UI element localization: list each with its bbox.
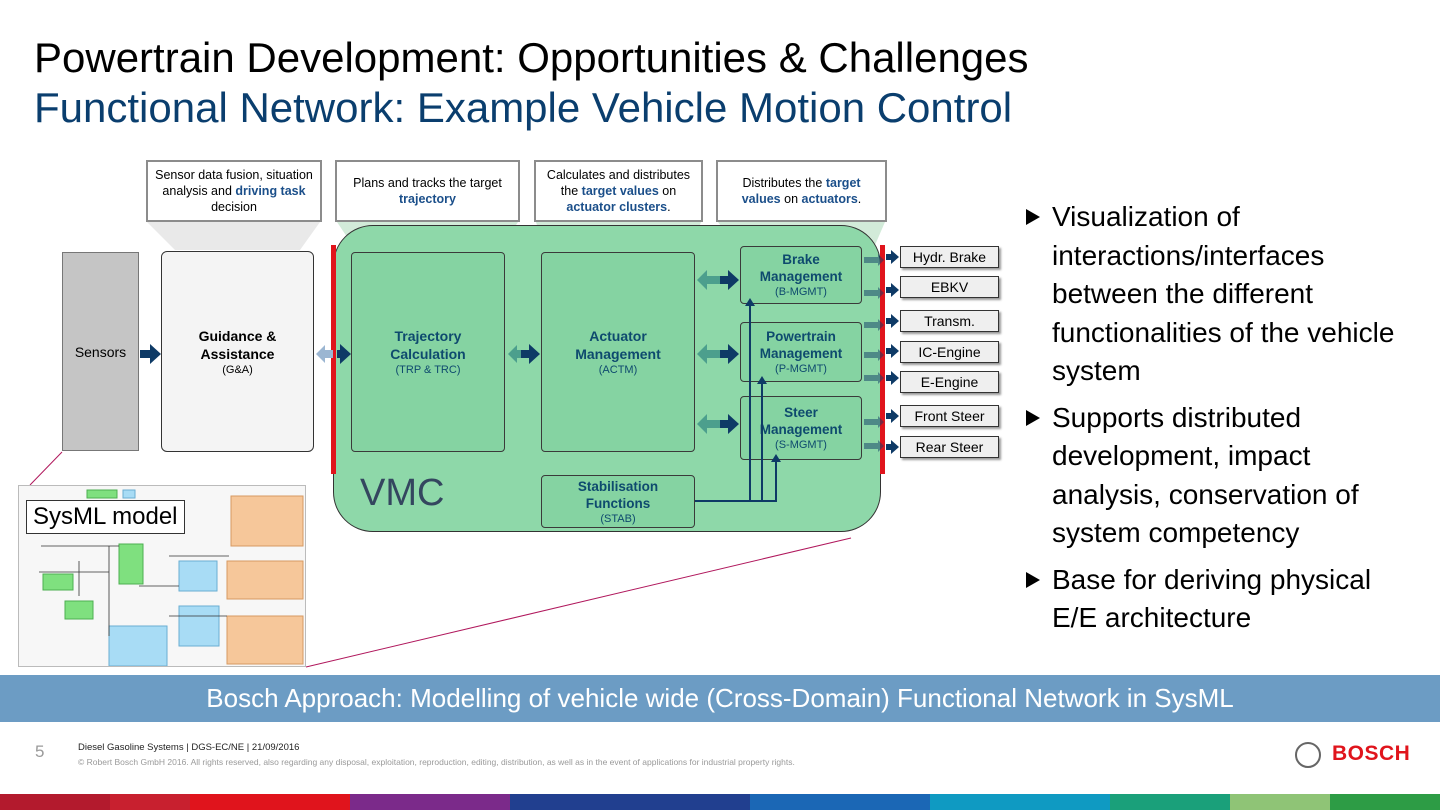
page-number: 5: [35, 742, 45, 761]
callout-act-text: Distributes the: [742, 176, 823, 190]
actuator-ic-engine: IC-Engine: [900, 341, 999, 363]
page-title: Powertrain Development: Opportunities & …: [34, 34, 1029, 81]
callout-act-text-end: .: [857, 192, 862, 206]
sysml-model-label: SysML model: [26, 500, 185, 534]
steer-management-block: Steer Management (S-MGMT): [740, 396, 862, 460]
callout-ga-text-end: decision: [211, 200, 257, 214]
bmgmt-title: Brake Management: [759, 252, 843, 284]
vmc-label: VMC: [360, 472, 445, 514]
callout-ga-highlight: driving task: [235, 184, 306, 198]
callout-trp: Plans and tracks the target trajectory: [335, 160, 520, 222]
actuator-rear-steer: Rear Steer: [900, 436, 999, 458]
stripe-seg: [0, 794, 110, 810]
bullet-item: Visualization of interactions/interfaces…: [1026, 198, 1421, 391]
bullet-triangle-icon: [1026, 209, 1040, 225]
bullet-triangle-icon: [1026, 409, 1040, 426]
actuator-management-block: Actuator Management (ACTM): [541, 252, 695, 452]
callout-actm-highlight1: target values: [581, 184, 659, 198]
callout-actm-text-mid: on: [662, 184, 677, 198]
approach-banner: Bosch Approach: Modelling of vehicle wid…: [0, 675, 1440, 722]
bullet-text: Visualization of interactions/interfaces…: [1052, 201, 1395, 386]
stripe-seg: [750, 794, 930, 810]
trajectory-calculation-block: Trajectory Calculation (TRP & TRC): [351, 252, 505, 452]
actm-title: Actuator Management: [575, 328, 661, 362]
pmgmt-sub: (P-MGMT): [775, 363, 827, 375]
zoom-line-top: [29, 451, 63, 486]
zoom-line-bottom: [305, 537, 852, 668]
actuator-transm: Transm.: [900, 310, 999, 332]
bullet-item: Supports distributed development, impact…: [1026, 399, 1421, 553]
brake-management-block: Brake Management (B-MGMT): [740, 246, 862, 304]
stripe-seg: [350, 794, 510, 810]
actuator-ebkv: EBKV: [900, 276, 999, 298]
sensors-block: Sensors: [62, 252, 139, 451]
footer-copyright: © Robert Bosch GmbH 2016. All rights res…: [78, 757, 795, 767]
guidance-assistance-block: Guidance & Assistance (G&A): [161, 251, 314, 452]
vmc-right-boundary: [880, 245, 885, 474]
powertrain-management-block: Powertrain Management (P-MGMT): [740, 322, 862, 382]
bmgmt-sub: (B-MGMT): [775, 286, 827, 298]
actuator-e-engine: E-Engine: [900, 371, 999, 393]
stripe-seg: [1110, 794, 1230, 810]
bullet-list: Visualization of interactions/interfaces…: [1026, 198, 1421, 646]
callout-act-text-mid: on: [784, 192, 799, 206]
stripe-seg: [110, 794, 190, 810]
callout-actm-text-end: .: [667, 200, 671, 214]
smgmt-title: Steer Management: [759, 405, 843, 437]
callout-trp-highlight: trajectory: [399, 192, 456, 206]
sensors-label: Sensors: [74, 343, 127, 360]
stripe-seg: [1330, 794, 1440, 810]
bullet-text: Base for deriving physical E/E architect…: [1052, 563, 1372, 634]
callout-actm-text: Calculates and distributes the: [546, 168, 691, 198]
callout-act-highlight2: actuators: [801, 192, 858, 206]
actuator-hydr-brake: Hydr. Brake: [900, 246, 999, 268]
funnel-ga: [147, 222, 320, 250]
stabilisation-block: Stabilisation Functions (STAB): [541, 475, 695, 528]
stab-sub: (STAB): [600, 512, 636, 525]
callout-ga-text: Sensor data fusion, situation analysis a…: [155, 168, 313, 198]
vmc-left-boundary: [331, 245, 336, 474]
stripe-seg: [1230, 794, 1330, 810]
callout-act: Distributes the target values on actuato…: [716, 160, 887, 222]
stripe-seg: [190, 794, 350, 810]
callout-actm-highlight2: actuator clusters: [566, 200, 668, 214]
stripe-seg: [510, 794, 750, 810]
ga-title: Guidance & Assistance: [198, 327, 277, 362]
pmgmt-title: Powertrain Management: [759, 329, 843, 361]
callout-ga: Sensor data fusion, situation analysis a…: [146, 160, 322, 222]
bullet-triangle-icon: [1026, 571, 1040, 588]
ga-sub: (G&A): [222, 363, 253, 376]
actm-sub: (ACTM): [598, 364, 638, 376]
actuator-front-steer: Front Steer: [900, 405, 999, 427]
callout-actm: Calculates and distributes the target va…: [534, 160, 703, 222]
callout-act-highlight1: target values: [741, 176, 861, 206]
callout-trp-text: Plans and tracks the target: [353, 176, 502, 190]
bosch-armature-icon: [1295, 742, 1321, 768]
bullet-item: Base for deriving physical E/E architect…: [1026, 561, 1421, 638]
trp-sub: (TRP & TRC): [395, 364, 461, 376]
bosch-logo: BOSCH: [1332, 742, 1411, 765]
bullet-text: Supports distributed development, impact…: [1052, 401, 1359, 549]
footer-info: Diesel Gasoline Systems | DGS-EC/NE | 21…: [78, 742, 300, 753]
stab-title: Stabilisation Functions: [577, 478, 659, 511]
smgmt-sub: (S-MGMT): [775, 439, 827, 451]
page-subtitle: Functional Network: Example Vehicle Moti…: [34, 84, 1013, 131]
trp-title: Trajectory Calculation: [390, 328, 466, 362]
stripe-seg: [930, 794, 1110, 810]
